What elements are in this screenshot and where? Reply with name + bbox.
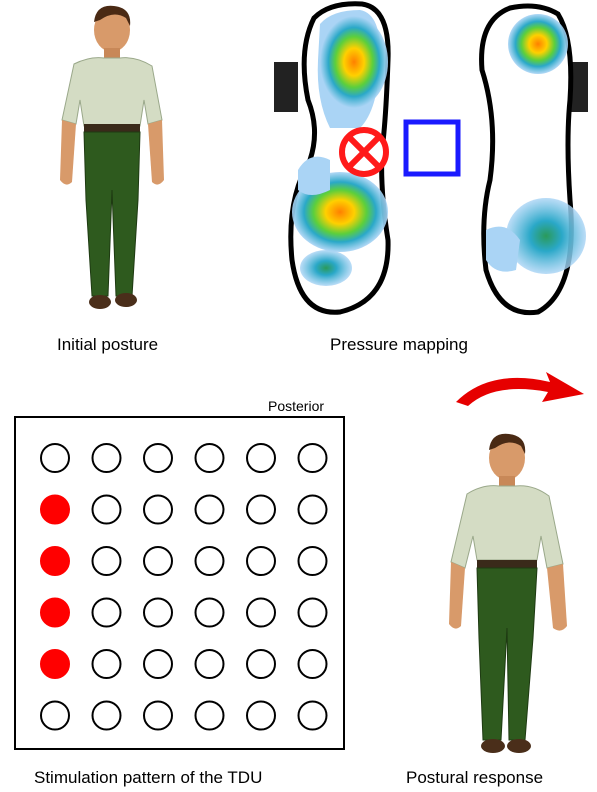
circle-x-icon	[342, 130, 386, 174]
electrode-active	[41, 496, 69, 524]
electrode-inactive	[196, 547, 224, 575]
electrode-inactive	[299, 444, 327, 472]
standing-man-leaning-icon	[449, 434, 567, 753]
initial-posture-caption: Initial posture	[57, 335, 158, 355]
electrode-inactive	[144, 599, 172, 627]
electrode-inactive	[299, 496, 327, 524]
electrode-inactive	[247, 599, 275, 627]
electrode-inactive	[93, 599, 121, 627]
electrode-active	[41, 650, 69, 678]
right-foot-map	[482, 6, 588, 313]
electrode-inactive	[196, 650, 224, 678]
curved-arrow-icon	[450, 368, 590, 408]
electrode-inactive	[41, 444, 69, 472]
stimulation-pattern-caption: Stimulation pattern of the TDU	[34, 768, 262, 788]
electrode-inactive	[93, 650, 121, 678]
electrode-inactive	[247, 547, 275, 575]
electrode-inactive	[41, 702, 69, 730]
standing-man-icon	[60, 6, 164, 309]
electrode-inactive	[299, 599, 327, 627]
pressure-mapping-caption: Pressure mapping	[330, 335, 468, 355]
electrode-inactive	[93, 496, 121, 524]
electrode-inactive	[144, 444, 172, 472]
electrode-active	[41, 599, 69, 627]
electrode-active	[41, 547, 69, 575]
electrode-inactive	[196, 702, 224, 730]
electrode-inactive	[247, 496, 275, 524]
electrode-inactive	[196, 444, 224, 472]
electrode-inactive	[144, 496, 172, 524]
electrode-inactive	[144, 547, 172, 575]
electrode-inactive	[196, 496, 224, 524]
electrode-inactive	[144, 702, 172, 730]
electrode-inactive	[299, 702, 327, 730]
electrode-inactive	[299, 547, 327, 575]
electrode-inactive	[247, 444, 275, 472]
pressure-map	[270, 0, 590, 320]
electrode-inactive	[247, 702, 275, 730]
electrode-inactive	[144, 650, 172, 678]
electrode-inactive	[247, 650, 275, 678]
postural-response-caption: Postural response	[406, 768, 543, 788]
initial-posture-figure	[40, 0, 180, 320]
electrode-inactive	[93, 444, 121, 472]
electrode-inactive	[196, 599, 224, 627]
posterior-label: Posterior	[268, 398, 324, 414]
tdu-electrode-grid	[14, 416, 345, 750]
electrode-inactive	[299, 650, 327, 678]
square-icon	[406, 122, 458, 174]
electrode-inactive	[93, 547, 121, 575]
postural-response-figure	[425, 428, 585, 768]
electrode-inactive	[93, 702, 121, 730]
